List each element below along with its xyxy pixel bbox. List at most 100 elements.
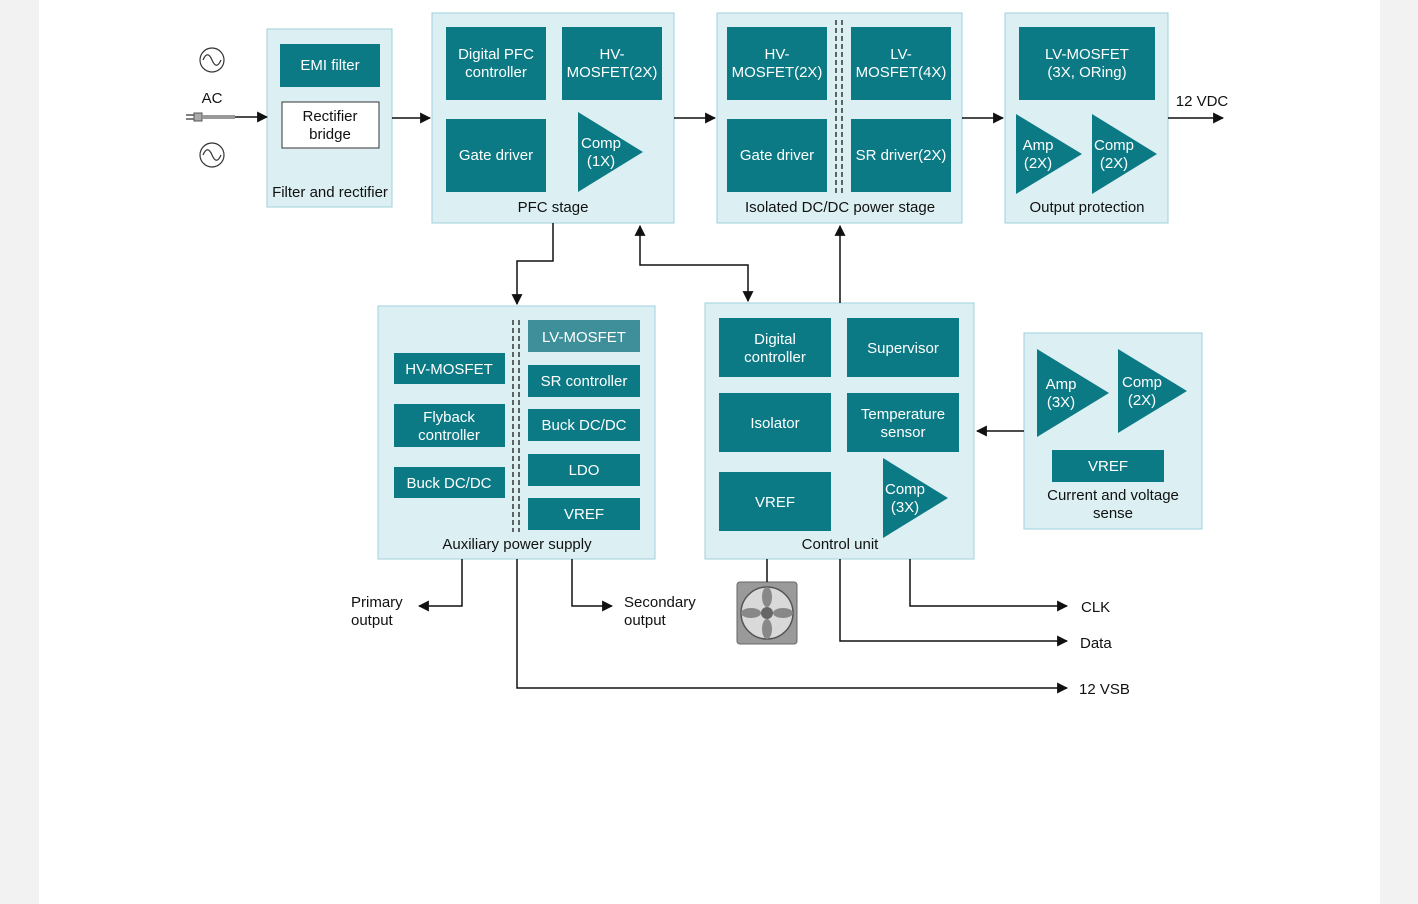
pfc-comp-line2: (1X) [587,153,615,170]
sense-vref-label: VREF [1088,458,1128,475]
op-amp-line1: Amp [1023,137,1054,154]
ac-label: AC [202,90,223,107]
control-comp-line1: Comp [885,481,925,498]
pfc-controller-line1: Digital PFC [458,46,534,63]
aux-hv-mosfet-block [394,353,505,384]
vsb-label: 12 VSB [1079,681,1130,698]
sr-driver-block [851,119,951,192]
arrow-data [839,559,1069,647]
aux-hv-mosfet-label: HV-MOSFET [405,361,493,378]
control-comp-triangle [883,458,948,538]
arrow-secondary-output [571,559,614,612]
op-lv-mosfet-line1: LV-MOSFET [1045,46,1129,63]
sense-comp-triangle [1118,349,1187,433]
digital-pfc-controller-block [446,27,546,100]
isolated-dcdc-title: Isolated DC/DC power stage [745,199,935,216]
aux-lv-mosfet-label: LV-MOSFET [542,329,626,346]
flyback-line1: Flyback [423,409,475,426]
dcdc-gate-driver-block [727,119,827,192]
isolator-label: Isolator [750,415,799,432]
aux-lv-mosfet-block [528,320,640,352]
pfc-stage-title: PFC stage [518,199,589,216]
sense-amp-triangle [1037,349,1109,437]
op-amp-line2: (2X) [1024,155,1052,172]
dcdc-hv-mosfet-line1: HV- [764,46,789,63]
auxiliary-power-supply-title: Auxiliary power supply [442,536,592,553]
aux-vref-block [528,498,640,530]
supervisor-label: Supervisor [867,340,939,357]
primary-output-line1: Primary [351,594,403,611]
emi-filter-label: EMI filter [300,57,359,74]
pfc-gate-driver-block [446,119,546,192]
pfc-hv-mosfet-block [562,27,662,100]
dcdc-lv-mosfet-block [851,27,951,100]
dcdc-lv-mosfet-line2: MOSFET(4X) [856,64,947,81]
digital-controller-line2: controller [744,349,806,366]
pfc-gate-driver-label: Gate driver [459,147,533,164]
dcdc-gate-driver-label: Gate driver [740,147,814,164]
sense-title-line1: Current and voltage [1047,487,1179,504]
filter-rectifier-title: Filter and rectifier [272,184,388,201]
pfc-controller-line2: controller [465,64,527,81]
secondary-output-line2: output [624,612,667,629]
diagram-canvas: AC EMI filter Rectifier bridge Filter an… [39,0,1380,904]
flyback-line2: controller [418,427,480,444]
sense-title-line2: sense [1093,505,1133,522]
sr-driver-label: SR driver(2X) [856,147,947,164]
pfc-comparator-triangle [578,112,643,192]
ldo-label: LDO [569,462,600,479]
primary-output-line2: output [351,612,394,629]
dcdc-lv-mosfet-line1: LV- [890,46,911,63]
sense-comp-line2: (2X) [1128,392,1156,409]
aux-buck-left-block [394,467,505,498]
sense-amp-line2: (3X) [1047,394,1075,411]
aux-vref-label: VREF [564,506,604,523]
dcdc-hv-mosfet-line2: MOSFET(2X) [732,64,823,81]
supervisor-block [847,318,959,377]
sr-controller-block [528,365,640,397]
isolator-block [719,393,831,452]
rectifier-label-line2: bridge [309,126,351,143]
clk-label: CLK [1081,599,1110,616]
op-lv-mosfet-block [1019,27,1155,100]
emi-filter-block [280,44,380,87]
arrow-primary-output [417,559,463,612]
aux-buck-left-label: Buck DC/DC [406,475,491,492]
sr-controller-label: SR controller [541,373,628,390]
sense-vref-block [1052,450,1164,482]
temperature-sensor-line2: sensor [880,424,925,441]
op-comp-line2: (2X) [1100,155,1128,172]
power-supply-block-diagram: AC EMI filter Rectifier bridge Filter an… [186,12,1229,698]
control-vref-label: VREF [755,494,795,511]
aux-buck-right-block [528,409,640,441]
dcdc-hv-mosfet-block [727,27,827,100]
pfc-hv-mosfet-line1: HV- [599,46,624,63]
digital-controller-line1: Digital [754,331,796,348]
rectifier-bridge-block [281,101,380,149]
control-comp-line2: (3X) [891,499,919,516]
pfc-hv-mosfet-line2: MOSFET(2X) [567,64,658,81]
op-comp-triangle [1092,114,1157,194]
arrow-pfc-to-aux [511,223,554,306]
power-plug-icon [186,112,235,122]
output-protection-title: Output protection [1029,199,1144,216]
pfc-comp-line1: Comp [581,135,621,152]
sense-amp-line1: Amp [1046,376,1077,393]
output-12vdc-label: 12 VDC [1176,93,1229,110]
sense-comp-line1: Comp [1122,374,1162,391]
data-label: Data [1080,635,1112,652]
temperature-sensor-block [847,393,959,452]
ac-source-top-icon [199,47,225,73]
arrow-clk [909,559,1069,612]
control-unit-title: Control unit [802,536,880,553]
op-comp-line1: Comp [1094,137,1134,154]
aux-buck-right-label: Buck DC/DC [541,417,626,434]
fan-icon [736,581,798,645]
flyback-controller-block [394,404,505,447]
arrow-pfc-control-bidirectional [634,224,754,303]
ldo-block [528,454,640,486]
op-lv-mosfet-line2: (3X, ORing) [1047,64,1126,81]
op-amp-triangle [1016,114,1082,194]
temperature-sensor-line1: Temperature [861,406,945,423]
arrow-12vsb [516,559,1069,694]
